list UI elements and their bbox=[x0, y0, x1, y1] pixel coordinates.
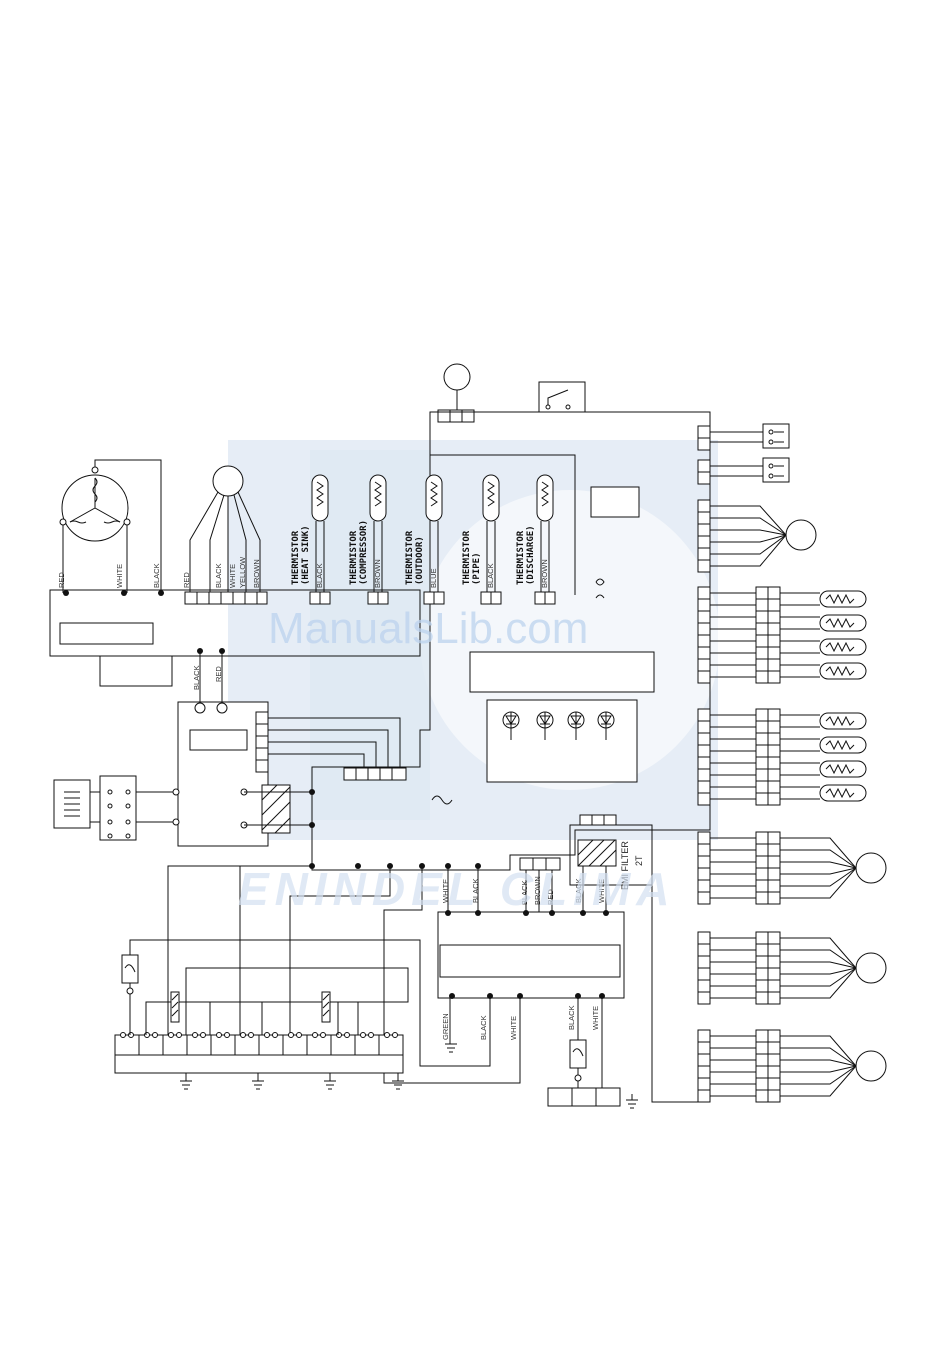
relay-wire-label: RED bbox=[214, 666, 223, 682]
pcb-component bbox=[590, 486, 640, 518]
terminal-dot bbox=[603, 910, 609, 916]
terminal-dot bbox=[63, 590, 69, 596]
diode-icon bbox=[502, 711, 520, 740]
terminal-dot bbox=[158, 590, 164, 596]
thermistor-sub: (HEAT SINK) bbox=[301, 525, 311, 585]
thermistor-sub: (COMPRESSOR) bbox=[359, 520, 369, 585]
motor-wire-label: WHITE bbox=[115, 564, 124, 588]
watermark-site: ManualsLib.com bbox=[268, 604, 588, 653]
fuse-icon bbox=[121, 954, 139, 984]
wire-label: BLACK bbox=[471, 878, 480, 903]
thermistor-icon bbox=[780, 712, 867, 730]
motor-wire-label: BLACK bbox=[152, 563, 161, 588]
terminal-dot bbox=[523, 910, 529, 916]
wire-label: WHITE bbox=[441, 879, 450, 903]
thermistor-wire-label: BLACK bbox=[315, 563, 324, 588]
watermark-brand: ENINDEL CLIMA bbox=[238, 863, 676, 915]
thermistor-icon bbox=[309, 474, 331, 605]
diode-icon bbox=[536, 711, 554, 740]
pcb-display bbox=[469, 651, 655, 693]
thermistor-label: THERMISTOR bbox=[516, 530, 526, 585]
wire-label: WHITE bbox=[591, 1006, 600, 1030]
switch-icon bbox=[762, 457, 790, 483]
thermistor-icon bbox=[780, 614, 867, 632]
stepper-wire-label: WHITE bbox=[228, 564, 237, 588]
thermistor-label: THERMISTOR bbox=[405, 530, 415, 585]
thermistor-icon bbox=[780, 784, 867, 802]
wire-label: GREEN bbox=[441, 1013, 450, 1040]
terminal-dot bbox=[475, 910, 481, 916]
thermistor-wire-label: BROWN bbox=[540, 559, 549, 588]
diode-icon bbox=[597, 711, 615, 740]
stepper-motor-icon bbox=[855, 952, 887, 984]
wire-label: BLACK bbox=[574, 878, 583, 903]
wire-label: BLACK bbox=[567, 1005, 576, 1030]
relay-wire-label: BLACK bbox=[192, 665, 201, 690]
stepper-motor-icon bbox=[855, 1050, 887, 1082]
relay-board bbox=[177, 701, 269, 847]
emi-filter-title: EMI FILTER bbox=[620, 841, 630, 890]
diode-icon bbox=[567, 711, 585, 740]
switch-icon bbox=[762, 423, 790, 449]
terminal-dot bbox=[580, 910, 586, 916]
motor-terminal-board bbox=[49, 589, 421, 657]
thermistor-wire-label: BROWN bbox=[373, 559, 382, 588]
motor-wire-label: RED bbox=[57, 572, 66, 588]
stepper-wire-label: YELLOW bbox=[238, 556, 247, 588]
thermistor-sub: (OUTDOOR) bbox=[415, 536, 425, 585]
diode-bank bbox=[486, 699, 638, 783]
ground-icon bbox=[626, 1094, 638, 1109]
emi-filter-code: 2T bbox=[634, 855, 644, 866]
ground-icon bbox=[392, 1073, 404, 1090]
thermistor-icon bbox=[480, 474, 502, 605]
terminal-dot bbox=[121, 590, 127, 596]
wire-label: BROWN bbox=[533, 876, 542, 905]
thermistor-icon bbox=[780, 638, 867, 656]
stepper-wire-label: RED bbox=[182, 572, 191, 588]
ground-icon bbox=[252, 1073, 264, 1090]
thermistor-wire-label: BLACK bbox=[486, 563, 495, 588]
top-fan-icon bbox=[443, 363, 471, 391]
stepper-connector bbox=[184, 591, 268, 605]
thermistor-icon bbox=[534, 474, 556, 605]
fan-motor-icon bbox=[785, 519, 817, 551]
main-pcb bbox=[311, 411, 711, 871]
wire-label: RED bbox=[546, 889, 555, 905]
thermistor-label: THERMISTOR bbox=[291, 530, 301, 585]
terminal-dot bbox=[445, 910, 451, 916]
wire-label: WHITE bbox=[597, 879, 606, 903]
thermistor-sub: (DISCHARGE) bbox=[526, 525, 536, 585]
bridge-switch bbox=[99, 775, 137, 841]
top-fan-connector bbox=[437, 409, 475, 423]
stepper-motor-icon bbox=[855, 852, 887, 884]
stepper-motor-icon bbox=[212, 465, 244, 497]
thermistor-label: THERMISTOR bbox=[462, 530, 472, 585]
thermistor-icon bbox=[780, 760, 867, 778]
stepper-wire-label: BROWN bbox=[252, 559, 261, 588]
terminal-dot bbox=[549, 910, 555, 916]
thermistor-icon bbox=[780, 662, 867, 680]
thermistor-label: THERMISTOR bbox=[349, 530, 359, 585]
ground-icon bbox=[180, 1073, 192, 1090]
stepper-wire-label: BLACK bbox=[214, 563, 223, 588]
thermistor-sub: (PIPE) bbox=[472, 552, 482, 585]
thermistor-wire-label: BLUE bbox=[429, 568, 438, 588]
thermistor-icon bbox=[367, 474, 389, 605]
thermistor-icon bbox=[780, 736, 867, 754]
wire-label: WHITE bbox=[509, 1016, 518, 1040]
wire-label: BLACK bbox=[479, 1015, 488, 1040]
ground-icon bbox=[324, 1073, 336, 1090]
wire-label: BLACK bbox=[520, 880, 529, 905]
thermistor-icon bbox=[423, 474, 445, 605]
fuse-icon bbox=[569, 1039, 587, 1069]
thermistor-icon bbox=[780, 590, 867, 608]
